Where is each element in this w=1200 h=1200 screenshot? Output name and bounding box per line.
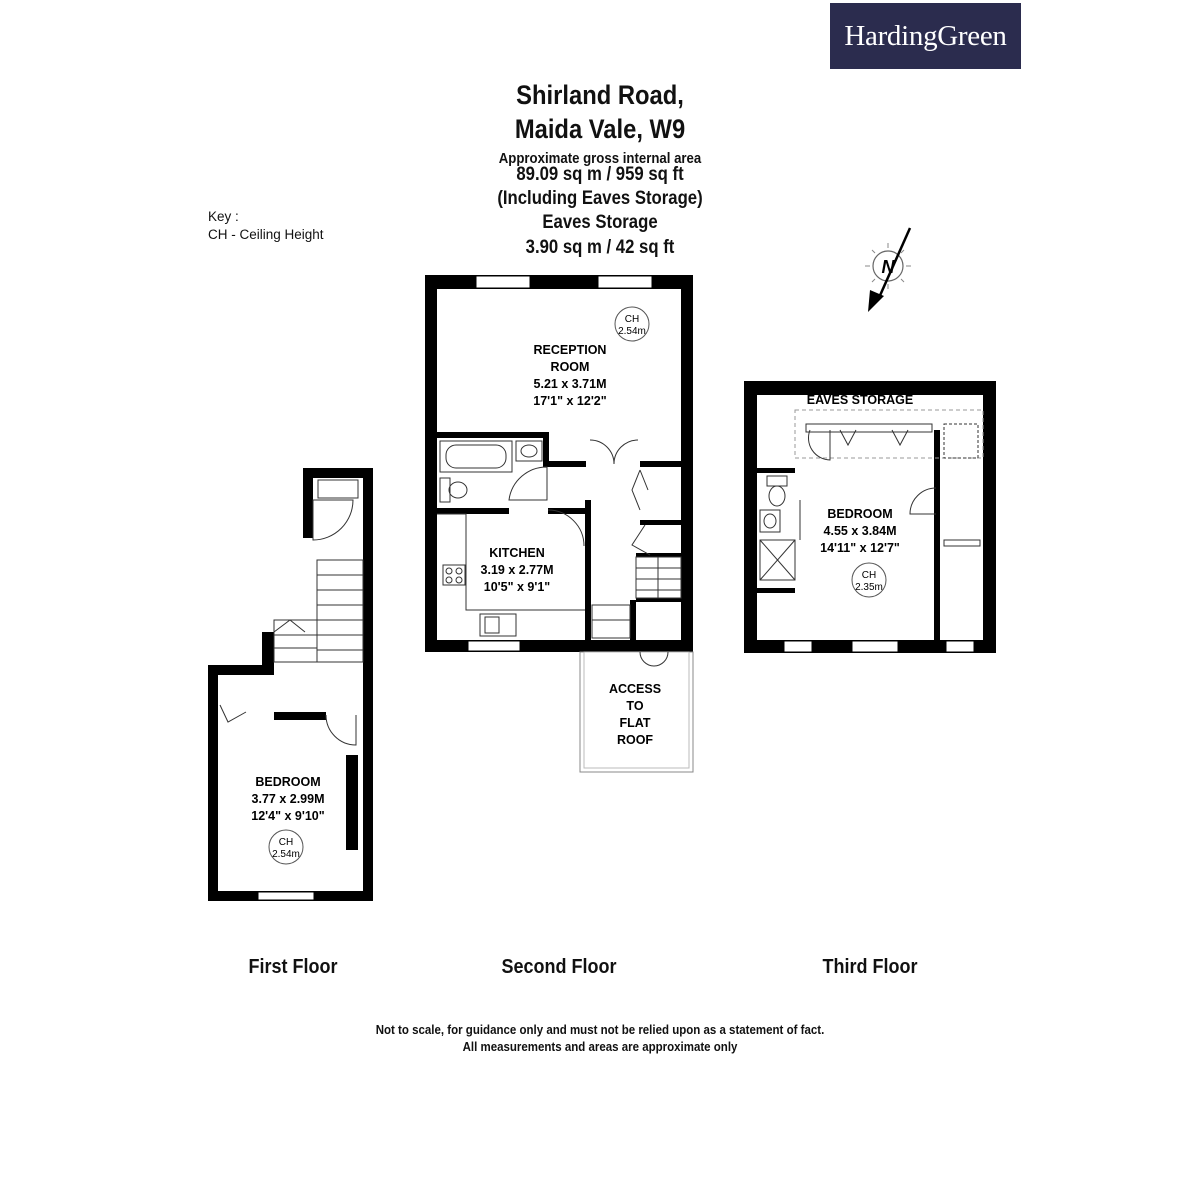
third-bedroom-name: BEDROOM: [827, 507, 892, 521]
address-line-1: Shirland Road,: [516, 80, 684, 110]
access-line-2: TO: [626, 699, 643, 713]
second-floor-fixtures: [437, 306, 694, 773]
disclaimer-line-2: All measurements and areas are approxima…: [462, 1040, 738, 1054]
key-legend: Key : CH - Ceiling Height: [208, 208, 324, 244]
reception-metric: 5.21 x 3.71M: [534, 377, 607, 391]
access-label: ACCESS TO FLAT ROOF: [609, 682, 661, 747]
key-ch: CH - Ceiling Height: [208, 227, 324, 242]
reception-name-2: ROOM: [551, 360, 590, 374]
first-floor-fixtures: [219, 479, 364, 865]
floor-label-second: Second Floor: [501, 956, 617, 978]
brand-logo-text: HardingGreen: [844, 19, 1007, 52]
first-bedroom-ch-label: CH: [279, 837, 293, 848]
floor-label-third: Third Floor: [822, 956, 918, 978]
reception-ch-label: CH: [625, 314, 639, 325]
address-line-2: Maida Vale, W9: [514, 114, 686, 144]
first-bedroom-metric: 3.77 x 2.99M: [252, 792, 325, 806]
area-label: Approximate gross internal area: [498, 150, 702, 167]
eaves-value: 3.90 sq m / 42 sq ft: [525, 237, 675, 258]
key-title: Key :: [208, 209, 239, 224]
access-line-3: FLAT: [619, 716, 650, 730]
north-arrow-icon: N: [865, 227, 912, 312]
third-bedroom-imperial: 14'11" x 12'7": [820, 541, 900, 555]
reception-room-label: RECEPTION ROOM 5.21 x 3.71M 17'1" x 12'2…: [533, 314, 646, 408]
first-floor-plan: [208, 468, 373, 901]
disclaimer-line-1: Not to scale, for guidance only and must…: [375, 1023, 825, 1037]
area-value: 89.09 sq m / 959 sq ft: [516, 164, 684, 185]
third-bedroom-metric: 4.55 x 3.84M: [824, 524, 897, 538]
kitchen-label: KITCHEN 3.19 x 2.77M 10'5" x 9'1": [481, 546, 554, 594]
access-line-1: ACCESS: [609, 682, 661, 696]
first-bedroom-name: BEDROOM: [255, 775, 320, 789]
kitchen-metric: 3.19 x 2.77M: [481, 563, 554, 577]
reception-ch-value: 2.54m: [618, 326, 646, 337]
third-bedroom-ch-value: 2.35m: [855, 582, 883, 593]
eaves-label: Eaves Storage: [542, 212, 658, 233]
kitchen-name: KITCHEN: [489, 546, 545, 560]
third-bedroom-label: EAVES STORAGE BEDROOM 4.55 x 3.84M 14'11…: [807, 393, 914, 593]
floor-label-first: First Floor: [248, 956, 338, 978]
eaves-storage-name: EAVES STORAGE: [807, 393, 914, 407]
first-bedroom-label: BEDROOM 3.77 x 2.99M 12'4" x 9'10" CH 2.…: [251, 775, 324, 860]
second-floor-plan: [425, 275, 693, 652]
area-note: (Including Eaves Storage): [497, 188, 703, 209]
third-floor-plan: [744, 381, 996, 653]
first-bedroom-imperial: 12'4" x 9'10": [251, 809, 324, 823]
reception-imperial: 17'1" x 12'2": [533, 394, 606, 408]
brand-logo: HardingGreen: [830, 3, 1021, 69]
compass-label: N: [882, 257, 896, 277]
third-floor-fixtures: [759, 409, 984, 598]
third-bedroom-ch-label: CH: [862, 570, 876, 581]
reception-name-1: RECEPTION: [534, 343, 607, 357]
first-bedroom-ch-value: 2.54m: [272, 849, 300, 860]
access-line-4: ROOF: [617, 733, 653, 747]
kitchen-imperial: 10'5" x 9'1": [484, 580, 551, 594]
